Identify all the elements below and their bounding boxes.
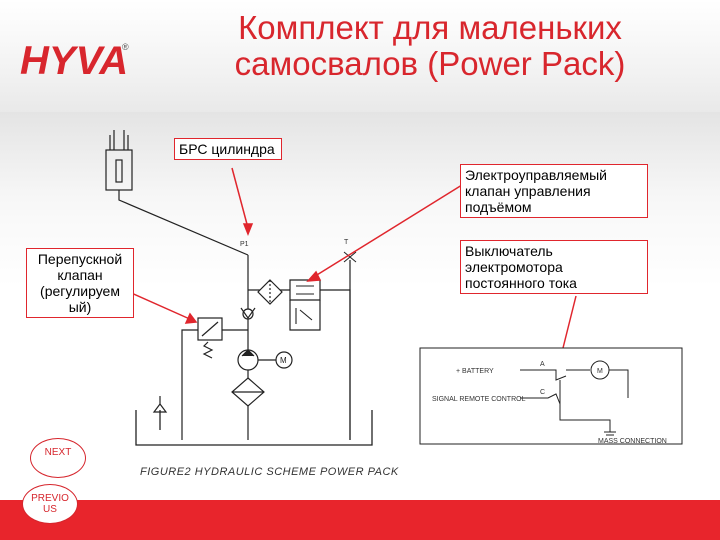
- pump-motor-symbol: M: [237, 349, 293, 371]
- logo-text: HYVA: [20, 39, 128, 83]
- label-p1: P1: [240, 241, 249, 248]
- callout-solenoid-text: Электроуправляемый клапан управления под…: [465, 167, 607, 215]
- bypass-valve-symbol: [197, 317, 223, 359]
- tank-vent-symbol: [152, 396, 168, 413]
- label-battery: + BATTERY: [456, 368, 494, 375]
- footer-bar: [0, 500, 720, 540]
- wiring-diagram: [419, 347, 683, 445]
- callout-motor-switch: Выключатель электромотора постоянного то…: [460, 240, 648, 294]
- filter-symbol-bottom: [231, 377, 265, 407]
- previous-button-label: PREVIO US: [31, 493, 69, 515]
- callout-bypass-text: Перепускной клапан (регулируем ый): [37, 251, 123, 315]
- callout-solenoid-valve: Электроуправляемый клапан управления под…: [460, 164, 648, 218]
- page-title: Комплект для маленьких самосвалов (Power…: [170, 10, 690, 82]
- check-valve-symbol: [240, 307, 256, 320]
- next-button[interactable]: NEXT: [30, 438, 86, 478]
- callout-switch-text: Выключатель электромотора постоянного то…: [465, 243, 577, 291]
- filter-symbol-top: [257, 279, 283, 305]
- next-button-label: NEXT: [44, 447, 72, 458]
- callout-bypass-valve: Перепускной клапан (регулируем ый): [26, 248, 134, 318]
- figure-caption: FIGURE2 HYDRAULIC SCHEME POWER PACK: [140, 466, 399, 478]
- header-background: [0, 0, 720, 112]
- hyva-logo: HYVA ®: [20, 39, 129, 83]
- label-motor: M: [597, 368, 603, 375]
- tank-outline: [135, 410, 373, 446]
- tank-port-mark: [343, 251, 357, 263]
- callout-cylinder: БРС цилиндра: [174, 138, 282, 160]
- label-t: T: [344, 239, 349, 246]
- title-line-2: самосвалов (Power Pack): [234, 45, 626, 82]
- callout-cylinder-text: БРС цилиндра: [179, 141, 275, 157]
- label-mass: MASS CONNECTION: [598, 438, 667, 445]
- solenoid-symbol: [295, 285, 314, 324]
- logo-registered-mark: ®: [122, 42, 129, 52]
- svg-text:M: M: [280, 356, 287, 365]
- previous-button[interactable]: PREVIO US: [22, 484, 78, 524]
- label-c: C: [540, 389, 545, 396]
- cylinder-symbol: [105, 130, 249, 256]
- label-a: A: [540, 361, 545, 368]
- title-line-1: Комплект для маленьких: [238, 9, 622, 46]
- label-signal: SIGNAL REMOTE CONTROL: [432, 396, 526, 403]
